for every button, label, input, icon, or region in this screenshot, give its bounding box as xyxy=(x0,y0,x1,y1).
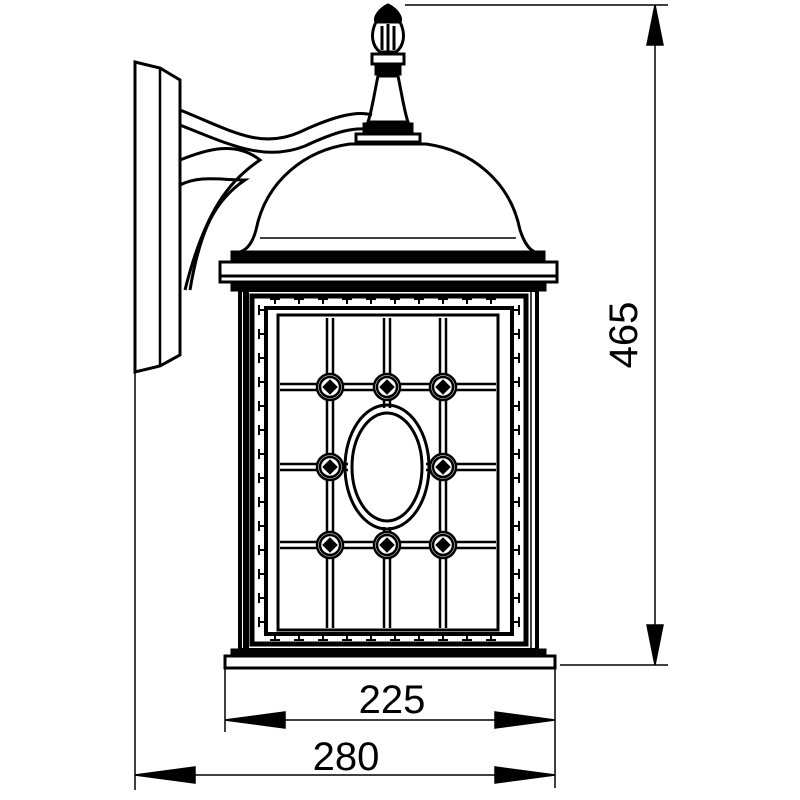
rivet xyxy=(258,545,264,555)
rivet xyxy=(514,569,520,579)
rivet xyxy=(294,635,304,641)
arrow-right-icon xyxy=(494,766,556,784)
rivet xyxy=(258,593,264,603)
rivet xyxy=(270,635,280,641)
rosette xyxy=(315,530,345,560)
arrow-up-icon xyxy=(646,4,664,46)
dimension-height xyxy=(405,4,668,666)
rivet xyxy=(366,298,376,304)
rivet xyxy=(514,377,520,387)
rivet xyxy=(514,617,520,627)
rivet xyxy=(258,425,264,435)
rivet xyxy=(486,298,496,304)
rivet xyxy=(342,298,352,304)
arrow-right-icon xyxy=(494,711,556,729)
wall-arm xyxy=(179,108,373,291)
rivet xyxy=(390,635,400,641)
leaded-glass-grid xyxy=(280,318,496,628)
total-depth-label: 280 xyxy=(313,735,380,779)
rivet xyxy=(514,521,520,531)
height-label: 465 xyxy=(602,302,646,369)
wall-plate xyxy=(133,60,182,790)
rivet xyxy=(462,298,472,304)
rivet xyxy=(258,473,264,483)
rivet xyxy=(486,635,496,641)
rosette xyxy=(428,530,458,560)
rivet xyxy=(270,298,280,304)
rivet xyxy=(258,401,264,411)
rivet xyxy=(342,635,352,641)
rivet xyxy=(294,298,304,304)
rivet xyxy=(258,569,264,579)
dome xyxy=(230,142,546,262)
rivet-pattern xyxy=(258,298,520,641)
rivet xyxy=(514,305,520,315)
rivet xyxy=(514,593,520,603)
rivet xyxy=(414,298,424,304)
finial xyxy=(354,3,422,144)
rivet xyxy=(514,401,520,411)
rosette xyxy=(315,452,345,482)
rivet xyxy=(438,298,448,304)
rivet xyxy=(514,497,520,507)
rosette xyxy=(428,452,458,482)
rivet xyxy=(514,353,520,363)
rosette xyxy=(428,372,458,402)
lantern-base xyxy=(223,648,557,670)
dimension-total-depth xyxy=(134,732,556,788)
rivet xyxy=(318,635,328,641)
rivet xyxy=(318,298,328,304)
rivet xyxy=(258,353,264,363)
body-width-label: 225 xyxy=(359,678,426,722)
rivet xyxy=(414,635,424,641)
rosette xyxy=(372,372,402,402)
rosette xyxy=(315,372,345,402)
rosette xyxy=(372,530,402,560)
arrow-left-icon xyxy=(134,766,196,784)
rivet xyxy=(258,305,264,315)
rivet xyxy=(258,617,264,627)
dimension-body-width xyxy=(224,668,556,732)
arrow-down-icon xyxy=(646,624,664,666)
rivet xyxy=(258,377,264,387)
rivet xyxy=(258,497,264,507)
rivet xyxy=(462,635,472,641)
rivet xyxy=(258,449,264,459)
rivet xyxy=(438,635,448,641)
top-band xyxy=(218,260,559,292)
rivet xyxy=(514,449,520,459)
rivet xyxy=(514,473,520,483)
glass-rosettes xyxy=(315,372,458,560)
rivet xyxy=(514,425,520,435)
rivet xyxy=(390,298,400,304)
rivet xyxy=(366,635,376,641)
rivet xyxy=(258,521,264,531)
rivet xyxy=(514,329,520,339)
rivet xyxy=(514,545,520,555)
arrow-left-icon xyxy=(224,711,286,729)
rivet xyxy=(258,329,264,339)
lantern-body xyxy=(238,288,539,652)
